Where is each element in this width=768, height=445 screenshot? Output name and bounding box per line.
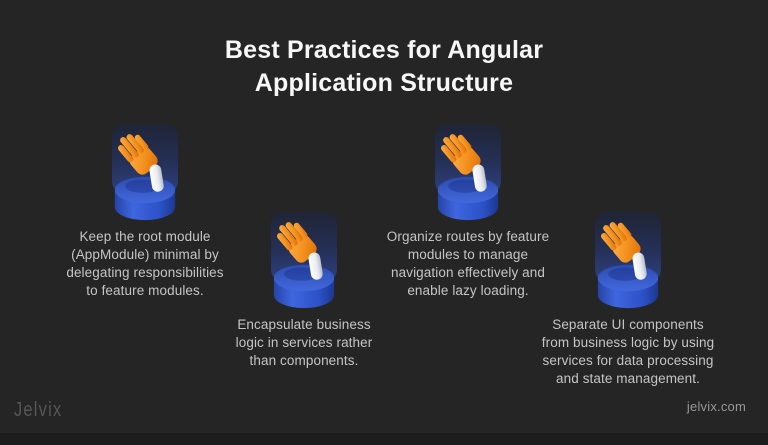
- practice-item-ui-separation: Separate UI components from business log…: [520, 212, 736, 388]
- bottom-strip: [0, 433, 768, 445]
- page-title: Best Practices for Angular Application S…: [224, 36, 544, 97]
- practice-item-text: Separate UI components from business log…: [541, 317, 715, 386]
- high-five-podium-icon: [268, 212, 340, 310]
- website-url: jelvix.com: [686, 399, 746, 414]
- jelvix-logo: Jelvix: [14, 399, 63, 421]
- practice-item-text: Encapsulate business logic in services r…: [235, 317, 373, 368]
- practice-item-root-module: Keep the root module (AppModule) minimal…: [37, 124, 253, 300]
- practice-item-text: Keep the root module (AppModule) minimal…: [66, 229, 224, 298]
- high-five-podium-icon: [109, 124, 181, 222]
- practice-item-text: Organize routes by feature modules to ma…: [386, 229, 550, 298]
- practice-item-business-logic: Encapsulate business logic in services r…: [196, 212, 412, 370]
- high-five-podium-icon: [592, 212, 664, 310]
- practice-item-routes: Organize routes by feature modules to ma…: [360, 124, 576, 300]
- high-five-podium-icon: [432, 124, 504, 222]
